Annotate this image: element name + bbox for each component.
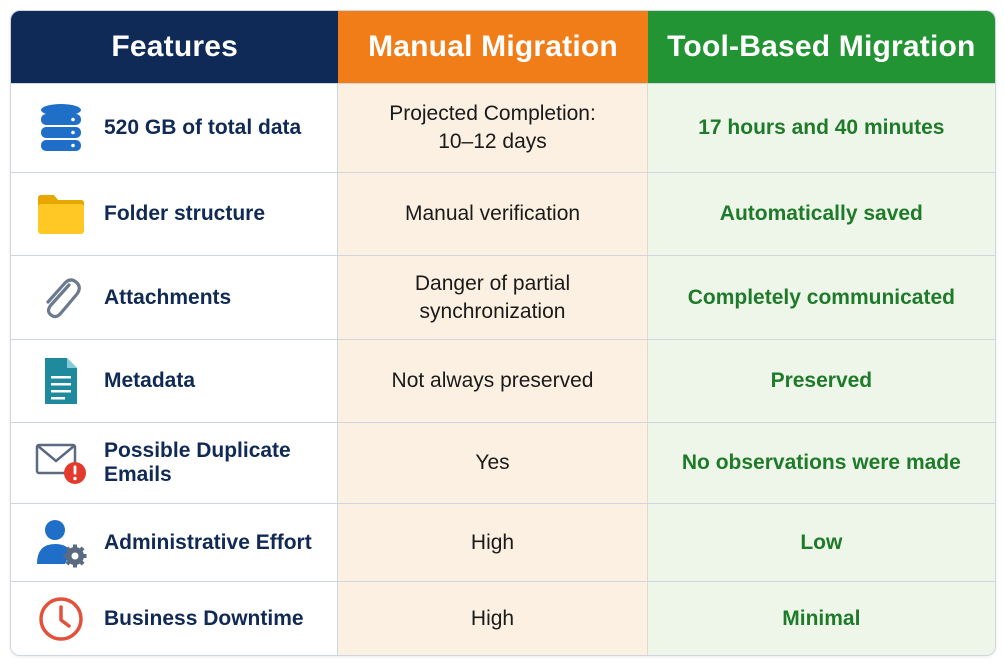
header-tool-based-migration: Tool-Based Migration bbox=[647, 11, 995, 83]
header-manual-migration: Manual Migration bbox=[338, 11, 648, 83]
feature-label: 520 GB of total data bbox=[104, 116, 302, 139]
tool-value: Minimal bbox=[647, 582, 995, 655]
feature-label: Administrative Effort bbox=[104, 530, 312, 554]
feature-cell: Administrative Effort bbox=[11, 504, 339, 581]
tool-value: Preserved bbox=[647, 340, 995, 422]
manual-value: Yes bbox=[338, 423, 648, 503]
manual-value: High bbox=[338, 504, 648, 581]
table-row: Metadata Not always preserved Preserved bbox=[11, 339, 995, 422]
feature-label: Business Downtime bbox=[104, 606, 304, 630]
feature-cell: Folder structure bbox=[11, 173, 339, 255]
table-header: Features Manual Migration Tool-Based Mig… bbox=[11, 11, 995, 83]
manual-text: Not always preserved bbox=[391, 369, 594, 392]
document-icon bbox=[35, 355, 87, 407]
feature-label: Attachments bbox=[104, 285, 232, 309]
manual-value: Danger of partial synchronization bbox=[338, 256, 648, 339]
paperclip-icon bbox=[35, 272, 87, 324]
table-row: Attachments Danger of partial synchroniz… bbox=[11, 255, 995, 339]
comparison-table: Features Manual Migration Tool-Based Mig… bbox=[10, 10, 996, 656]
database-icon bbox=[35, 102, 87, 154]
tool-value: Completely communicated bbox=[647, 256, 995, 339]
feature-label: Metadata bbox=[104, 369, 196, 392]
tool-value: No observations were made bbox=[647, 423, 995, 503]
manual-value: High bbox=[338, 582, 648, 655]
manual-text: Projected Completion: 10–12 days bbox=[389, 102, 596, 153]
tool-value: Automatically saved bbox=[647, 173, 995, 255]
feature-cell: Attachments bbox=[11, 256, 339, 339]
feature-cell: 520 GB of total data bbox=[11, 84, 339, 172]
feature-label: Folder structure bbox=[104, 202, 266, 225]
manual-text: High bbox=[470, 530, 515, 554]
manual-text: Manual verification bbox=[404, 202, 581, 225]
user-gear-icon bbox=[35, 517, 87, 569]
tool-value: 17 hours and 40 minutes bbox=[647, 84, 995, 172]
table-row: Administrative Effort High Low bbox=[11, 503, 995, 581]
manual-value: Manual verification bbox=[338, 173, 648, 255]
feature-label: Possible Duplicate Emails bbox=[104, 439, 291, 486]
clock-icon bbox=[35, 593, 87, 645]
manual-value: Projected Completion: 10–12 days bbox=[338, 84, 648, 172]
feature-cell: Business Downtime bbox=[11, 582, 339, 655]
header-features: Features bbox=[11, 11, 339, 83]
table-row: Folder structure Manual verification Aut… bbox=[11, 172, 995, 255]
table-row: Business Downtime High Minimal bbox=[11, 581, 995, 655]
feature-cell: Possible Duplicate Emails bbox=[11, 423, 339, 503]
table-row: 520 GB of total data Projected Completio… bbox=[11, 83, 995, 172]
feature-cell: Metadata bbox=[11, 340, 339, 422]
table-row: Possible Duplicate Emails Yes No observa… bbox=[11, 422, 995, 503]
manual-text: High bbox=[470, 606, 515, 630]
email-alert-icon bbox=[35, 437, 87, 489]
tool-value: Low bbox=[647, 504, 995, 581]
manual-text: Danger of partial synchronization bbox=[414, 271, 571, 323]
folder-icon bbox=[35, 188, 87, 240]
manual-text: Yes bbox=[475, 451, 510, 474]
manual-value: Not always preserved bbox=[338, 340, 648, 422]
